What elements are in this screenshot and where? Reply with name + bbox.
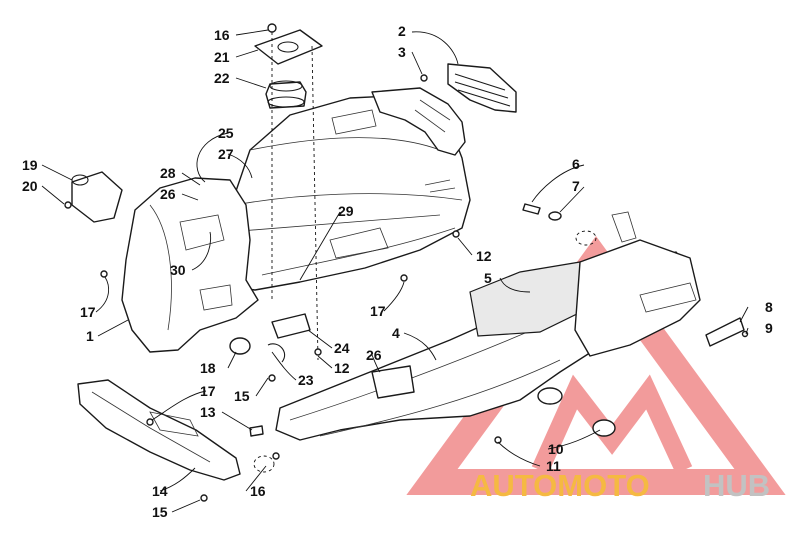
- callout-12: 12: [334, 360, 350, 376]
- callout-12: 12: [476, 248, 492, 264]
- grommet-left: [537, 387, 563, 405]
- watermark-text: AUTOMOTO HUB: [470, 468, 770, 503]
- callout-6: 6: [572, 156, 580, 172]
- left-side-panel: [121, 177, 259, 353]
- callout-26: 26: [160, 186, 176, 202]
- callout-5: 5: [484, 270, 492, 286]
- callout-15: 15: [234, 388, 250, 404]
- callout-19: 19: [22, 157, 38, 173]
- screw-17a: [100, 270, 108, 278]
- callout-29: 29: [338, 203, 354, 219]
- callout-16: 16: [250, 483, 266, 499]
- callout-17: 17: [200, 383, 216, 399]
- screw-15a: [268, 374, 276, 382]
- callout-10: 10: [548, 441, 564, 457]
- nut-16b: [272, 452, 280, 460]
- nut-16: [267, 23, 277, 33]
- bolt-6: [522, 203, 541, 215]
- mount-plate: [254, 29, 323, 65]
- callout-16: 16: [214, 27, 230, 43]
- callout-20: 20: [22, 178, 38, 194]
- watermark-colored-text: AUTOMOTO: [470, 468, 650, 503]
- screw-20: [64, 201, 72, 209]
- rear-upper-bracket: [371, 87, 466, 156]
- reflector: [705, 317, 745, 347]
- callout-11: 11: [546, 458, 561, 474]
- callout-28: 28: [160, 165, 176, 181]
- callout-3: 3: [398, 44, 406, 60]
- washer-7: [548, 211, 562, 221]
- side-trim-26: [371, 365, 415, 399]
- callout-7: 7: [572, 178, 580, 194]
- callout-9: 9: [765, 320, 773, 336]
- rear-frame-panel: [574, 211, 701, 357]
- clamp-ring: [229, 337, 251, 355]
- screw-11: [494, 436, 502, 444]
- callout-18: 18: [200, 360, 216, 376]
- callout-23: 23: [298, 372, 314, 388]
- screw-17b: [400, 274, 408, 282]
- front-bumper: [77, 379, 241, 481]
- screw-17c: [146, 418, 154, 426]
- grommet-right: [592, 419, 616, 437]
- callout-21: 21: [214, 49, 230, 65]
- clip-13: [249, 425, 264, 437]
- callout-27: 27: [218, 146, 234, 162]
- callout-1: 1: [86, 328, 94, 344]
- small-bracket: [267, 313, 311, 363]
- callout-26: 26: [366, 347, 382, 363]
- callout-8: 8: [765, 299, 773, 315]
- screw-15b: [200, 494, 208, 502]
- callout-2: 2: [398, 23, 406, 39]
- pin-12a: [452, 230, 460, 238]
- callout-17: 17: [370, 303, 386, 319]
- vent-grille: [447, 63, 517, 113]
- rubber-boot: [265, 80, 307, 109]
- callout-15: 15: [152, 504, 168, 520]
- callout-25: 25: [218, 125, 234, 141]
- pin-12b: [314, 348, 322, 356]
- callout-24: 24: [334, 340, 350, 356]
- callout-13: 13: [200, 404, 216, 420]
- screw-3: [420, 74, 428, 82]
- leader-lines: [41, 29, 749, 513]
- callout-22: 22: [214, 70, 230, 86]
- callout-4: 4: [392, 325, 400, 341]
- watermark-grey-text: HUB: [703, 468, 770, 503]
- callout-14: 14: [152, 483, 168, 499]
- callout-17: 17: [80, 304, 96, 320]
- bellows-boot: [71, 171, 123, 223]
- callout-labels: 16 21 22 2 3 25 27 28 26 19 20 29 6 7 30…: [22, 23, 773, 520]
- callout-30: 30: [170, 262, 186, 278]
